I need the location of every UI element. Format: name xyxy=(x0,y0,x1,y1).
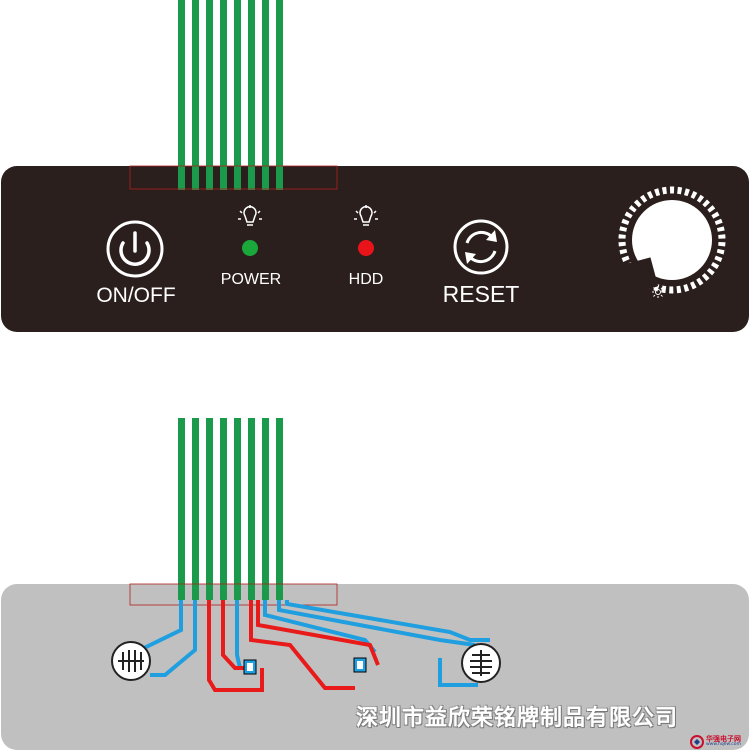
brightness-knob[interactable] xyxy=(602,170,743,311)
reset-button[interactable] xyxy=(453,219,509,275)
power-led-icon xyxy=(238,205,262,226)
hdd-label: HDD xyxy=(349,271,384,288)
flex-tail-top xyxy=(178,0,283,190)
right-contact-pad xyxy=(461,643,501,683)
watermark: 华强电子网 www.hqew.com xyxy=(690,733,750,750)
watermark-url: www.hqew.com xyxy=(706,741,741,747)
on-off-label: ON/OFF xyxy=(96,284,175,307)
watermark-cn: 华强电子网 xyxy=(706,734,741,743)
hdd-led xyxy=(358,240,374,256)
reset-label: RESET xyxy=(443,281,520,307)
flex-tail-bottom xyxy=(178,418,283,600)
circuit-substrate xyxy=(1,584,749,750)
power-button[interactable] xyxy=(106,220,164,278)
front-panel-view: ON/OFF POWER xyxy=(1,0,749,332)
panel-body xyxy=(1,166,749,332)
flex-tail-on-panel xyxy=(178,166,283,190)
led-pad-power xyxy=(243,659,257,675)
reset-icon xyxy=(465,230,497,264)
watermark-logo-icon xyxy=(690,734,704,749)
hdd-led-icon xyxy=(354,205,378,226)
power-label: POWER xyxy=(221,271,281,288)
connector-outline xyxy=(129,165,338,190)
led-pad-hdd xyxy=(353,657,367,673)
left-contact-pad xyxy=(111,641,151,681)
red-traces xyxy=(207,600,380,692)
power-led xyxy=(242,240,258,256)
brightness-icon xyxy=(652,286,664,298)
power-icon xyxy=(119,231,151,266)
circuit-layer-view xyxy=(1,418,749,750)
connector-outline-bottom xyxy=(129,583,338,606)
company-name: 深圳市益欣荣铭牌制品有限公司 xyxy=(356,706,679,731)
